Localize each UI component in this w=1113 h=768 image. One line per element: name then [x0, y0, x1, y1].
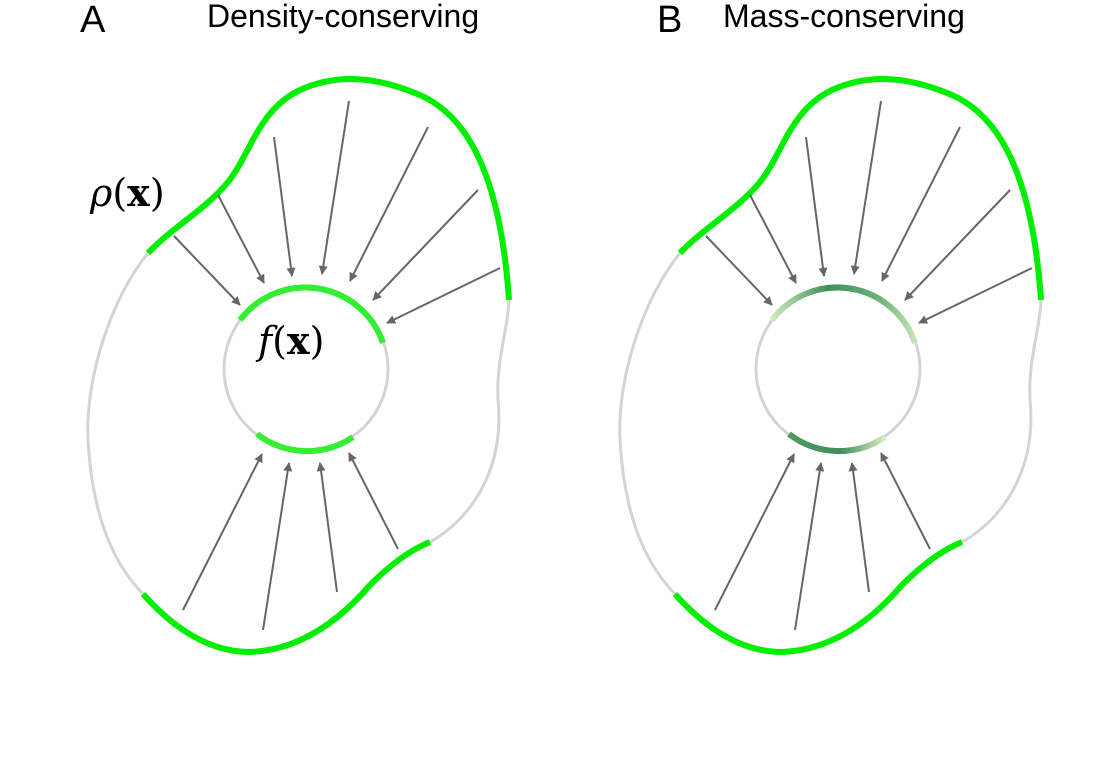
mapping-arrow — [904, 189, 1011, 301]
mapping-arrow — [881, 126, 961, 282]
arrows-bottom — [714, 452, 931, 631]
target-arc-top — [237, 284, 386, 344]
source-boundary-bottom — [672, 539, 964, 656]
mapping-arrow — [805, 136, 828, 277]
mapping-arrow — [217, 194, 265, 284]
source-boundary-bottom — [140, 539, 432, 656]
mapping-arrow — [273, 136, 296, 277]
rho-label: ρ(x) — [89, 170, 165, 215]
target-arc-top-mass — [769, 284, 918, 344]
mapping-arrow — [348, 452, 399, 550]
mapping-arrow — [918, 267, 1033, 324]
mapping-arrow — [262, 462, 293, 631]
mapping-arrow — [848, 462, 870, 593]
source-region-outline — [618, 252, 1043, 596]
mapping-arrow — [349, 126, 429, 282]
mapping-arrow — [880, 452, 931, 550]
mapping-arrow — [749, 194, 797, 284]
arrows-top — [705, 100, 1033, 324]
mapping-arrow — [386, 267, 501, 324]
panel-a-letter: A — [80, 0, 106, 41]
panel-b-letter: B — [657, 0, 682, 41]
source-region-outline — [86, 252, 511, 596]
f-label: f(x) — [255, 318, 324, 363]
arrows-top — [173, 100, 501, 324]
target-arc-bottom — [255, 431, 355, 455]
mapping-arrow — [714, 453, 795, 611]
arrows-bottom — [182, 452, 399, 631]
panel-b-title: Mass-conserving — [723, 0, 965, 34]
mapping-arrow — [705, 235, 773, 306]
panel-a-title: Density-conserving — [207, 0, 479, 34]
mapping-arrow — [173, 235, 241, 306]
mapping-arrow — [316, 462, 338, 593]
mapping-arrow — [182, 453, 263, 611]
panel-a: A Density-conserving ρ(x) f — [80, 0, 512, 656]
mapping-arrow — [850, 100, 882, 275]
mapping-arrow — [318, 100, 350, 275]
target-arc-bottom-mass — [787, 431, 887, 455]
panel-b: B Mass-conserving — [618, 0, 1044, 656]
source-boundary-top — [677, 76, 1044, 301]
mapping-arrow — [372, 189, 479, 301]
source-boundary-top — [145, 76, 512, 301]
mapping-arrow — [794, 462, 825, 631]
